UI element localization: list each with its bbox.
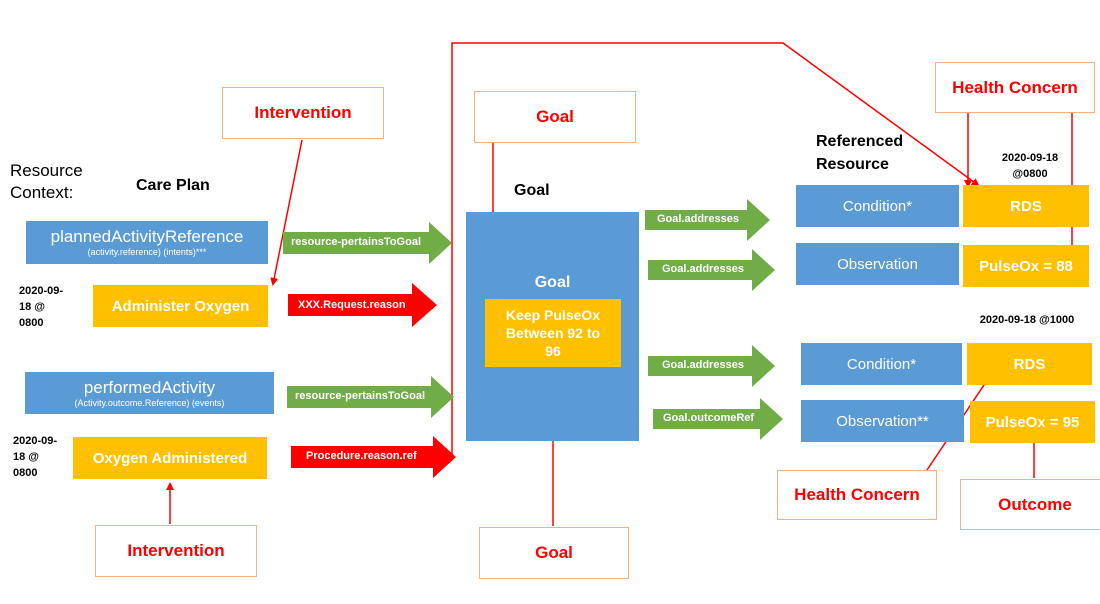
arrow-label-goal-addresses-3: Goal.addresses: [662, 359, 744, 371]
referenced-date-1: 2020-09-18 @0800: [1001, 152, 1059, 180]
pulseox-box-1: PulseOx = 88: [963, 245, 1089, 287]
arrow-label-goal-outcomeref: Goal.outcomeRef: [663, 412, 755, 424]
intervention-callout-top: Intervention: [222, 87, 384, 139]
long-reason-connector: [451, 42, 980, 455]
goal-heading: Goal: [514, 182, 550, 199]
condition-box-1: Condition*: [796, 185, 959, 227]
arrow-label-request-reason: XXX.Request.reason: [298, 299, 406, 311]
planned-activity-title: plannedActivityReference: [50, 227, 244, 246]
intervention-callout-bottom: Intervention: [95, 525, 257, 577]
care-plan-heading: Care Plan: [136, 177, 210, 194]
arrow-resource-pertains-2: [287, 376, 454, 418]
arrow-label-resource-pertains-1: resource-pertainsToGoal: [291, 236, 421, 248]
planned-activity-reference-box: plannedActivityReference (activity.refer…: [26, 221, 268, 264]
performed-date: 2020-09-18 @ 0800: [13, 435, 58, 479]
goal-callout-bottom: Goal: [479, 527, 629, 579]
planned-activity-subtitle: (activity.reference) (intents)***: [87, 247, 207, 257]
goal-callout-top: Goal: [474, 91, 636, 143]
arrow-goal-addresses-1: [645, 199, 770, 241]
arrow-resource-pertains-1: [283, 222, 452, 264]
rds-box-1: RDS: [963, 185, 1089, 227]
referenced-date-2: 2020-09-18 @1000: [979, 314, 1075, 326]
arrow-label-resource-pertains-2: resource-pertainsToGoal: [295, 390, 425, 402]
performed-activity-title: performedActivity: [83, 377, 216, 397]
performed-activity-box: performedActivity (Activity.outcome.Refe…: [25, 372, 274, 414]
health-concern-callout-bottom: Health Concern: [777, 470, 937, 520]
arrow-label-goal-addresses-1: Goal.addresses: [657, 213, 739, 225]
condition-box-2: Condition*: [801, 343, 962, 385]
resource-context-heading: Resource Context:: [10, 161, 83, 202]
arrow-goal-addresses-3: [648, 345, 775, 387]
pulseox-box-2: PulseOx = 95: [970, 401, 1095, 443]
arrow-goal-outcomeref: [653, 398, 783, 440]
performed-activity-subtitle: (Activity.outcome.Reference) (events): [74, 397, 225, 408]
arrow-label-procedure-reason: Procedure.reason.ref: [306, 450, 417, 462]
administer-oxygen-box: Administer Oxygen: [93, 285, 268, 327]
outcome-callout: Outcome: [960, 479, 1100, 530]
referenced-resource-heading: Referenced Resource: [816, 133, 904, 173]
observation-box-1: Observation: [796, 243, 959, 285]
goal-box-title: Goal: [534, 274, 571, 291]
arrow-label-goal-addresses-2: Goal.addresses: [662, 263, 744, 275]
arrow-request-reason: [288, 283, 437, 327]
arrow-procedure-reason: [291, 436, 456, 478]
health-concern-callout-top: Health Concern: [935, 62, 1095, 113]
arrow-goal-addresses-2: [648, 249, 775, 291]
goal-target-box: Keep PulseOx Between 92 to 96: [485, 299, 621, 367]
observation-box-2: Observation**: [801, 400, 964, 442]
intervention-top-connector: [270, 139, 303, 286]
oxygen-administered-box: Oxygen Administered: [73, 437, 267, 479]
rds-box-2: RDS: [967, 343, 1092, 385]
planned-date: 2020-09-18 @ 0800: [19, 285, 64, 329]
